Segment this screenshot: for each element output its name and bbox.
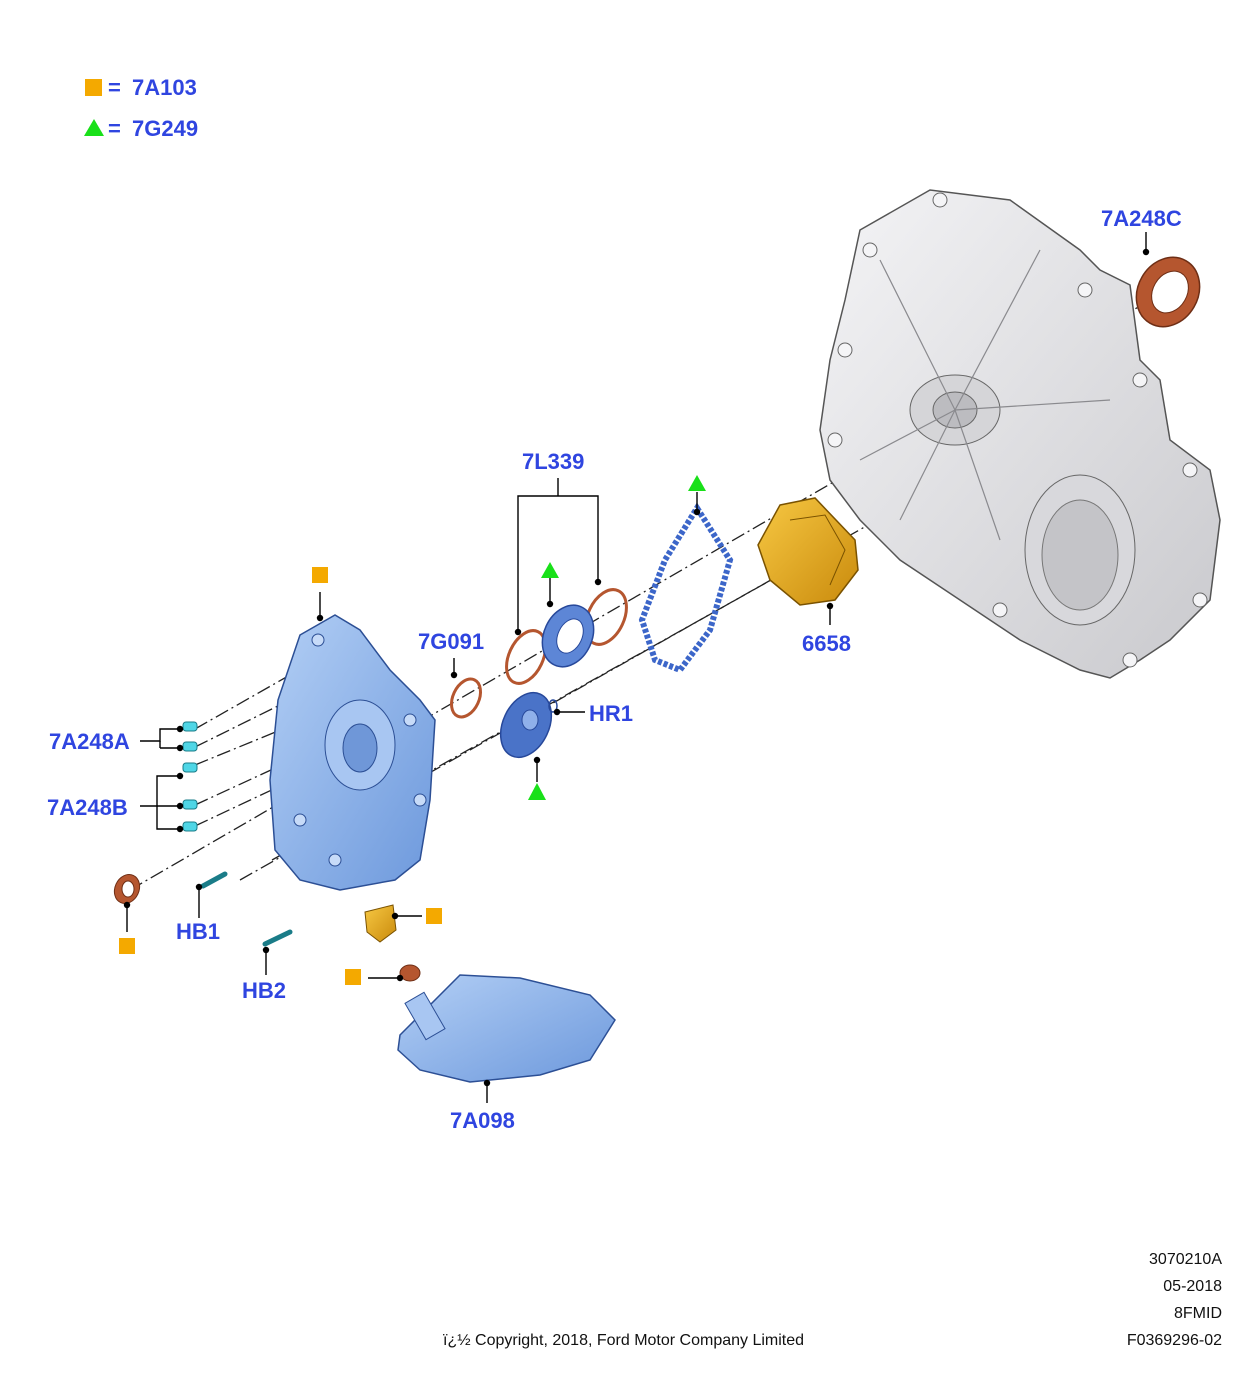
callout-HR1: HR1 xyxy=(589,701,633,726)
sleeve xyxy=(541,604,595,668)
gasket-7G249 xyxy=(638,502,734,674)
transmission-housing xyxy=(819,189,1221,679)
triangle-marker-icon xyxy=(688,475,706,491)
filter-seal xyxy=(399,964,421,982)
pump-body xyxy=(269,614,436,891)
callout-6658: 6658 xyxy=(802,631,851,656)
legend: = 7A103 = 7G249 xyxy=(84,75,198,141)
callout-HB2: HB2 xyxy=(242,978,286,1003)
square-marker-icon xyxy=(119,938,135,954)
footer-figure: F0369296-02 xyxy=(1126,1332,1222,1349)
orings-7L339 xyxy=(505,588,628,685)
footer-date: 05-2018 xyxy=(1163,1278,1222,1295)
oring-7G091 xyxy=(449,677,483,719)
callout-7A248B: 7A248B xyxy=(47,795,128,820)
leaders xyxy=(126,232,1147,1103)
callout-7L339: 7L339 xyxy=(522,449,584,474)
seal-7A248C xyxy=(1135,256,1201,328)
diagram-markers xyxy=(119,475,706,985)
legend-square-label: 7A103 xyxy=(132,75,197,100)
triangle-marker-icon xyxy=(541,562,559,578)
leader-dots xyxy=(123,248,1150,1087)
bolts xyxy=(200,871,293,947)
callout-HB1: HB1 xyxy=(176,919,220,944)
legend-triangle-label: 7G249 xyxy=(132,116,198,141)
footer-code: 3070210A xyxy=(1149,1251,1222,1268)
callout-labels: 7A248C 7L339 7G091 6658 HR1 7A248A 7A248… xyxy=(47,206,1182,1133)
triangle-marker-icon xyxy=(84,119,104,136)
disc xyxy=(499,691,558,759)
legend-equals-2: = xyxy=(108,116,121,141)
square-marker-icon xyxy=(85,79,102,96)
triangle-marker-icon xyxy=(528,783,546,800)
callout-7A098: 7A098 xyxy=(450,1108,515,1133)
copyright-notice: ï¿½ Copyright, 2018, Ford Motor Company … xyxy=(443,1332,805,1349)
filter-7A098 xyxy=(397,974,616,1083)
plugs xyxy=(182,721,198,832)
square-marker-icon xyxy=(312,567,328,583)
gold-plug xyxy=(364,904,397,943)
legend-equals: = xyxy=(108,75,121,100)
bracket-6658 xyxy=(757,497,859,606)
square-marker-icon xyxy=(345,969,361,985)
footer-model: 8FMID xyxy=(1174,1305,1222,1322)
callout-7A248C: 7A248C xyxy=(1101,206,1182,231)
callout-7A248A: 7A248A xyxy=(49,729,130,754)
seal-lower-left xyxy=(113,873,141,905)
square-marker-icon xyxy=(426,908,442,924)
callout-7G091: 7G091 xyxy=(418,629,484,654)
